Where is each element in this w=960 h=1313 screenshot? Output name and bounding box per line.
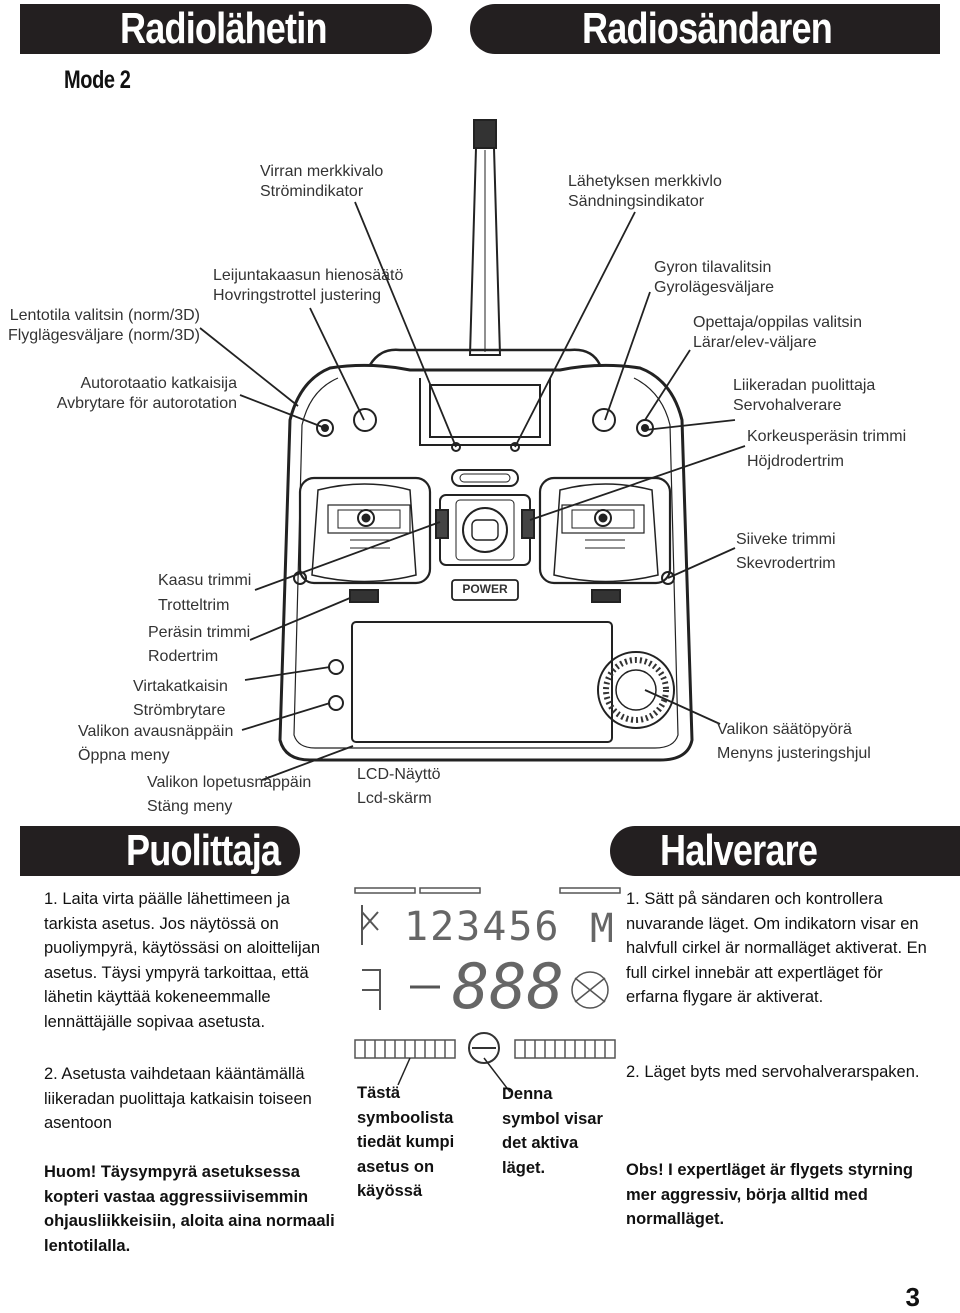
- label-fi: Valikon säätöpyörä: [717, 721, 852, 738]
- label-trainer: Opettaja/oppilas valitsin Lärar/elev-väl…: [693, 313, 862, 353]
- label-gyro: Gyron tilavalitsin Gyrolägesväljare: [654, 258, 774, 298]
- label-aileron-trim: Siiveke trimmi Skevrodertrim: [736, 528, 836, 576]
- label-fi: Valikon avausnäppäin: [78, 723, 234, 740]
- label-sv: Avbrytare för autorotation: [56, 395, 237, 412]
- label-sv: Gyrolägesväljare: [654, 279, 775, 296]
- label-hover-throttle: Leijuntakaasun hienosäätö Hovringstrotte…: [213, 266, 403, 306]
- label-fi: Peräsin trimmi: [148, 624, 251, 641]
- label-sv: Hovringstrottel justering: [213, 287, 382, 304]
- label-menu-open: Valikon avausnäppäin Öppna meny: [78, 720, 233, 768]
- lcd-partial-letter: M: [590, 906, 612, 952]
- header-banner-right: [470, 4, 940, 54]
- label-fi: Kaasu trimmi: [158, 572, 252, 589]
- label-fi: Valikon lopetusnäppäin: [147, 774, 312, 791]
- label-throttle-trim: Kaasu trimmi Trotteltrim: [158, 568, 251, 618]
- label-power-led: Virran merkkivalo Strömindikator: [260, 162, 383, 202]
- label-sv: Öppna meny: [78, 747, 170, 764]
- label-tx-led: Lähetyksen merkkivlo Sändningsindikator: [568, 172, 722, 212]
- label-sv: Servohalverare: [733, 397, 842, 414]
- label-fi: LCD-Näyttö: [357, 766, 441, 783]
- label-fi: Autorotaatio katkaisija: [80, 375, 237, 392]
- label-sv: Flyglägesväljare (norm/3D): [7, 327, 200, 344]
- section-banner-left: [20, 826, 300, 876]
- label-fi: Virran merkkivalo: [260, 163, 384, 180]
- fi-paragraph-1: 1. Laita virta päälle lähettimeen ja tar…: [44, 890, 321, 1031]
- label-wheel: Valikon säätöpyörä Menyns justeringshjul: [717, 718, 871, 766]
- section-title-fi: Puolittaja: [126, 826, 281, 875]
- label-fi: Korkeusperäsin trimmi: [747, 428, 907, 445]
- sv-paragraph-2: 2. Läget byts med servohalverarspaken.: [626, 1063, 920, 1081]
- label-fi: Siiveke trimmi: [736, 531, 836, 548]
- mode-label: Mode 2: [64, 66, 131, 94]
- label-fi: Lentotila valitsin (norm/3D): [9, 307, 200, 324]
- title-sv: Radiosändaren: [582, 4, 833, 53]
- label-sv: Skevrodertrim: [736, 555, 836, 572]
- sv-paragraph-1: 1. Sätt på sändaren och kontrollera nuva…: [626, 890, 927, 1006]
- label-sv: Strömbrytare: [133, 702, 226, 719]
- label-sv: Stäng meny: [147, 798, 233, 815]
- label-servo-reverse: Liikeradan puolittaja Servohalverare: [733, 376, 875, 416]
- label-fi: Virtakatkaisin: [133, 678, 228, 695]
- page-number: 3: [905, 1282, 920, 1312]
- label-sv: Strömindikator: [260, 183, 364, 200]
- label-menu-close: Valikon lopetusnäppäin Stäng meny: [147, 771, 311, 819]
- power-button-label: POWER: [462, 582, 508, 596]
- lcd-caption-fi: Tästä symboolista tiedät kumpi asetus on…: [357, 1084, 455, 1200]
- lcd-caption-sv: Denna symbol visar det aktiva läget.: [502, 1085, 603, 1177]
- section-banner-right: [610, 826, 960, 876]
- label-fi: Leijuntakaasun hienosäätö: [213, 267, 404, 284]
- label-sv: Trotteltrim: [158, 597, 230, 614]
- label-power-switch: Virtakatkaisin Strömbrytare: [133, 675, 228, 723]
- lcd-segment-display: 888: [452, 950, 564, 1023]
- label-lcd: LCD-Näyttö Lcd-skärm: [357, 763, 441, 811]
- label-sv: Höjdrodertrim: [747, 453, 844, 470]
- label-sv: Rodertrim: [148, 648, 219, 665]
- fi-paragraph-2: 2. Asetusta vaihdetaan kääntämällä liike…: [44, 1065, 312, 1132]
- label-autorotation: Autorotaatio katkaisija Avbrytare för au…: [57, 374, 237, 414]
- label-fi: Opettaja/oppilas valitsin: [693, 314, 862, 331]
- section-title-sv: Halverare: [660, 826, 818, 875]
- label-sv: Lärar/elev-väljare: [693, 334, 817, 351]
- sv-note: Obs! I expertläget är flygets styrning m…: [626, 1161, 913, 1228]
- label-elevator-trim: Korkeusperäsin trimmi Höjdrodertrim: [747, 424, 906, 474]
- header-banner-left: [20, 4, 432, 54]
- label-fi: Liikeradan puolittaja: [733, 377, 876, 394]
- lcd-digits: 123456: [404, 904, 561, 950]
- label-sv: Sändningsindikator: [568, 193, 705, 210]
- fi-note: Huom! Täysympyrä asetuksessa kopteri vas…: [44, 1163, 335, 1255]
- label-rudder-trim: Peräsin trimmi Rodertrim: [148, 621, 250, 669]
- label-fi: Gyron tilavalitsin: [654, 259, 772, 276]
- title-fi: Radiolähetin: [120, 4, 327, 53]
- label-fi: Lähetyksen merkkivlo: [568, 173, 722, 190]
- label-sv: Menyns justeringshjul: [717, 745, 871, 762]
- label-sv: Lcd-skärm: [357, 790, 432, 807]
- label-flight-mode: Lentotila valitsin (norm/3D) Flyglägesvä…: [8, 306, 200, 346]
